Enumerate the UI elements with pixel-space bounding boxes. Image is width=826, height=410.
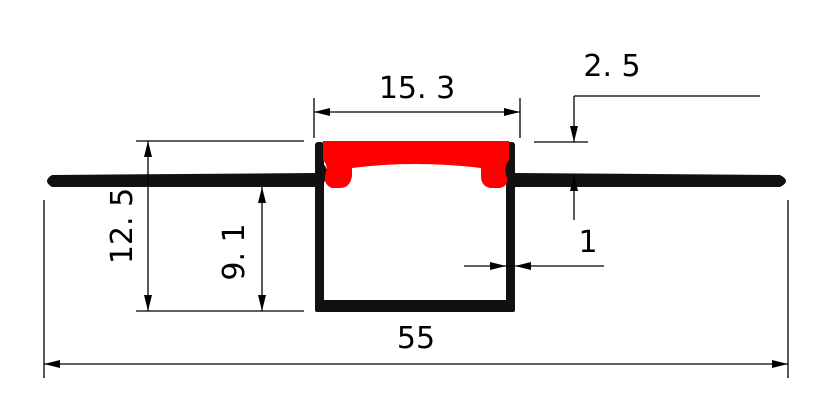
dim-wall-thickness: 1 bbox=[464, 225, 604, 270]
aluminium-profile bbox=[47, 142, 786, 312]
dim-channel-depth: 9. 1 bbox=[217, 187, 266, 311]
wall-thickness-label: 1 bbox=[578, 225, 597, 260]
total-width-label: 55 bbox=[397, 321, 435, 356]
dim-total-width: 55 bbox=[43, 200, 789, 378]
channel-depth-label: 9. 1 bbox=[217, 223, 252, 280]
channel-bottom bbox=[315, 300, 515, 312]
left-lip bbox=[317, 160, 327, 188]
dim-total-height: 12. 5 bbox=[105, 140, 304, 312]
dim-top-opening: 15. 3 bbox=[313, 71, 521, 138]
right-flange bbox=[514, 173, 786, 187]
top-opening-label: 15. 3 bbox=[379, 71, 455, 106]
dim-flange-thickness: 2. 5 bbox=[534, 49, 760, 220]
total-height-label: 12. 5 bbox=[105, 188, 140, 264]
left-flange bbox=[47, 173, 316, 187]
diffuser-cover bbox=[323, 141, 509, 188]
flange-thickness-label: 2. 5 bbox=[583, 49, 640, 84]
